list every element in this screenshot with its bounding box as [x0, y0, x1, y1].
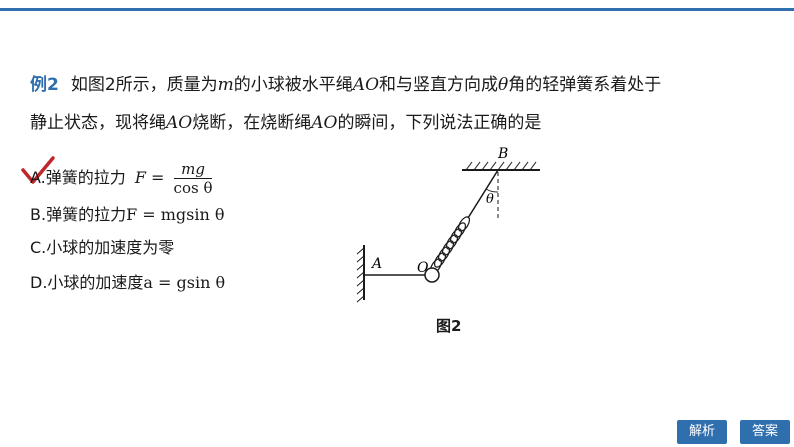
label-b: B — [497, 146, 508, 162]
top-accent-stripe — [0, 8, 794, 11]
option-d[interactable]: D.小球的加速度a = gsin θ — [30, 273, 226, 292]
answer-button[interactable]: 答案 — [740, 420, 790, 444]
example-label: 例2 — [30, 75, 59, 95]
label-a: A — [370, 256, 382, 272]
analysis-button[interactable]: 解析 — [677, 420, 727, 444]
problem-line-2: 静止状态，现将绳AO烧断，在烧断绳AO的瞬间，下列说法正确的是 — [30, 113, 542, 133]
label-theta: θ — [486, 192, 494, 207]
option-c[interactable]: C.小球的加速度为零 — [30, 238, 175, 257]
option-a[interactable]: A.弹簧的拉力 F = mg cos θ — [30, 160, 213, 197]
wall-hatch — [356, 247, 365, 303]
fraction-mg-over-cos: mg cos θ — [173, 160, 213, 197]
figure-caption: 图2 — [436, 317, 462, 335]
spring-upper-segment — [467, 169, 499, 219]
ball — [424, 267, 440, 283]
ceiling-hatch — [465, 161, 537, 171]
spring-coils — [429, 216, 471, 274]
correct-checkmark-icon — [21, 156, 55, 184]
spring-ball-diagram: B A O θ — [356, 146, 540, 303]
label-o: O — [417, 260, 429, 276]
angle-arc — [485, 188, 499, 193]
option-b[interactable]: B.弹簧的拉力F = mgsin θ — [30, 205, 225, 224]
